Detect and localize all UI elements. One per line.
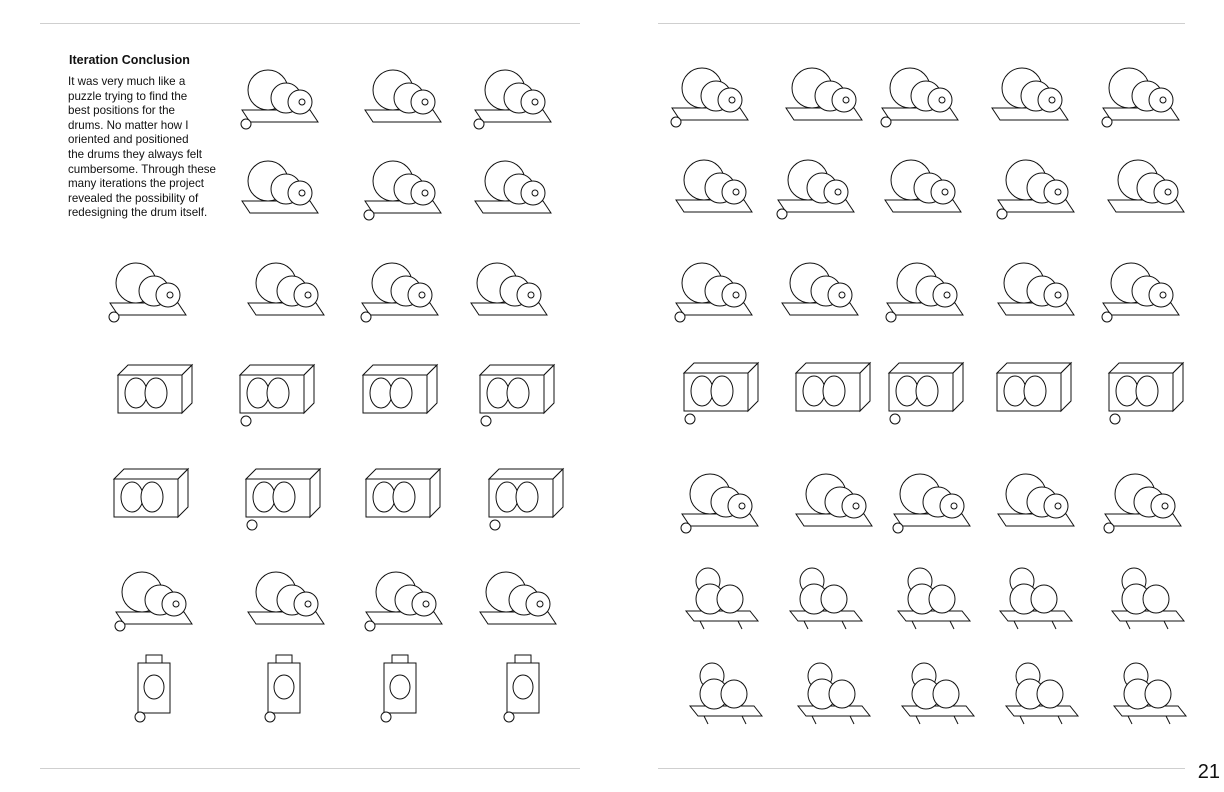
- iteration-sketch: [114, 571, 193, 632]
- right-page-top-rule: [658, 23, 1185, 24]
- iteration-sketch: [785, 67, 863, 121]
- iteration-sketch: [670, 67, 749, 128]
- iteration-sketch: [675, 159, 753, 213]
- iteration-sketch: [682, 361, 760, 425]
- iteration-sketch: [884, 159, 962, 213]
- iteration-sketch: [361, 363, 439, 415]
- iteration-sketch: [364, 571, 443, 632]
- iteration-sketch: [473, 69, 552, 130]
- iteration-sketch: [1107, 361, 1185, 425]
- iteration-sketch: [788, 567, 864, 630]
- paragraph-line: oriented and positioned: [68, 133, 189, 147]
- iteration-sketch: [503, 654, 540, 723]
- iteration-sketch: [781, 262, 859, 316]
- iteration-sketch: [996, 159, 1075, 220]
- iteration-sketch: [674, 262, 753, 323]
- left-page-top-rule: [40, 23, 580, 24]
- iteration-sketch: [997, 262, 1075, 316]
- iteration-sketch: [776, 159, 855, 220]
- paragraph-line: puzzle trying to find the: [68, 89, 188, 103]
- iteration-sketch: [474, 160, 552, 214]
- paragraph-line: drums. No matter how I: [68, 118, 189, 132]
- iteration-sketch: [795, 473, 873, 527]
- iteration-sketch: [796, 662, 872, 725]
- iteration-sketch: [360, 262, 439, 323]
- paragraph-line: It was very much like a: [68, 75, 186, 88]
- iteration-sketch: [794, 361, 872, 413]
- iteration-sketch: [112, 467, 190, 519]
- iteration-sketch: [244, 467, 322, 531]
- iteration-conclusion-paragraph: It was very much like a puzzle trying to…: [68, 75, 234, 221]
- iteration-sketch: [885, 262, 964, 323]
- iteration-sketch: [900, 662, 976, 725]
- iteration-sketch: [1004, 662, 1080, 725]
- iteration-sketch: [1103, 473, 1182, 534]
- iteration-sketch: [247, 571, 325, 625]
- iteration-sketch: [997, 473, 1075, 527]
- iteration-sketch: [380, 654, 417, 723]
- iteration-sketch: [887, 361, 965, 425]
- iteration-sketch: [364, 69, 442, 123]
- iteration-sketch: [1107, 159, 1185, 213]
- paragraph-line: the drums they always felt: [68, 147, 203, 161]
- iteration-sketch: [680, 473, 759, 534]
- iteration-sketch: [364, 467, 442, 519]
- iteration-conclusion-heading: Iteration Conclusion: [69, 53, 190, 67]
- iteration-sketch: [487, 467, 565, 531]
- iteration-sketch: [684, 567, 760, 630]
- paragraph-line: best positions for the: [68, 104, 175, 118]
- paragraph-line: cumbersome. Through these: [68, 162, 217, 176]
- iteration-sketch: [240, 69, 319, 130]
- iteration-sketch: [896, 567, 972, 630]
- iteration-sketch: [363, 160, 442, 221]
- right-page-bottom-rule: [658, 768, 1185, 769]
- iteration-sketch: [995, 361, 1073, 413]
- iteration-sketch: [116, 363, 194, 415]
- iteration-sketch: [238, 363, 316, 427]
- iteration-sketch: [478, 363, 556, 427]
- paragraph-line: revealed the possibility of: [68, 191, 199, 205]
- iteration-sketch: [264, 654, 301, 723]
- iteration-sketch: [1101, 67, 1180, 128]
- iteration-sketch: [134, 654, 171, 723]
- iteration-sketch: [991, 67, 1069, 121]
- left-page-bottom-rule: [40, 768, 580, 769]
- iteration-sketch: [1110, 567, 1186, 630]
- iteration-sketch: [892, 473, 971, 534]
- paragraph-line: redesigning the drum itself.: [68, 206, 208, 220]
- iteration-sketch: [470, 262, 548, 316]
- iteration-sketch: [880, 67, 959, 128]
- iteration-sketch: [1101, 262, 1180, 323]
- iteration-sketch: [108, 262, 187, 323]
- iteration-sketch: [479, 571, 557, 625]
- iteration-sketch: [688, 662, 764, 725]
- iteration-sketch: [247, 262, 325, 316]
- iteration-sketch: [998, 567, 1074, 630]
- page-number: 21: [1197, 761, 1220, 783]
- iteration-sketch: [1112, 662, 1188, 725]
- paragraph-line: many iterations the project: [68, 177, 204, 191]
- iteration-sketch: [241, 160, 319, 214]
